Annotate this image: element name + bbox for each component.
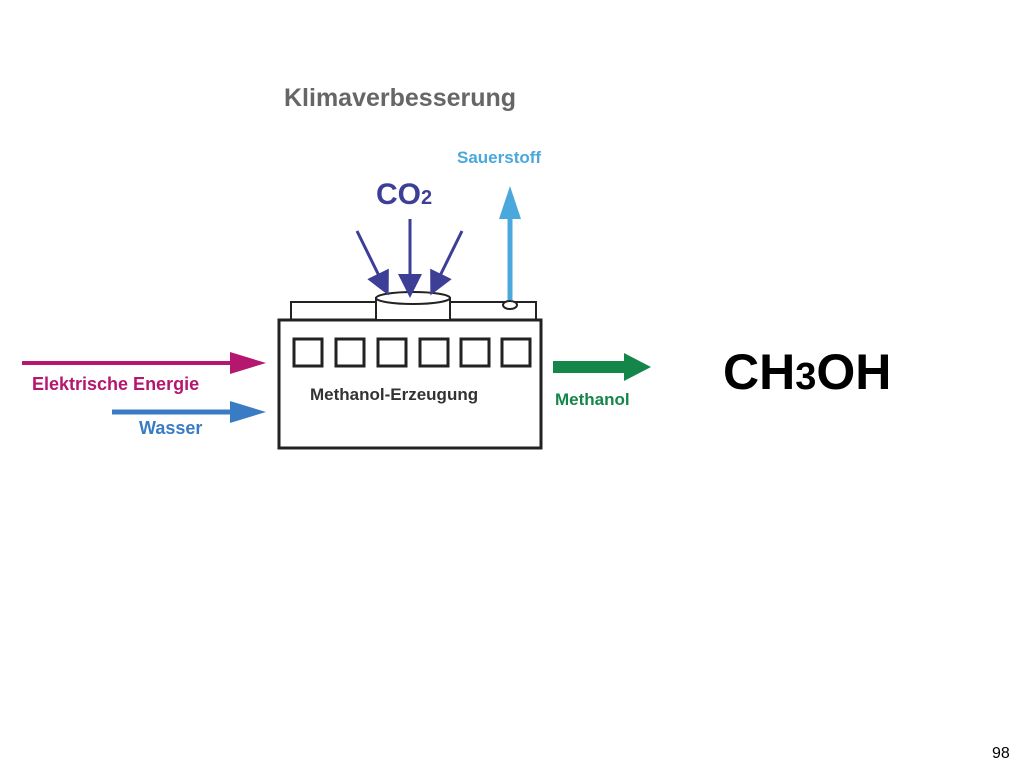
formula-part-ch: CH (723, 344, 796, 400)
plant-window (500, 337, 532, 368)
sauerstoff-arrow (499, 186, 521, 300)
formula-part-oh: OH (816, 344, 892, 400)
elektrische-energie-arrow (22, 352, 266, 374)
elektrische-energie-label: Elektrische Energie (32, 374, 200, 394)
plant-window (459, 337, 491, 368)
wasser-arrow (112, 401, 266, 423)
oxygen-outlet (502, 300, 518, 310)
wasser-label: Wasser (139, 418, 203, 438)
co2-main: CO (376, 178, 421, 211)
plant-window (334, 337, 366, 368)
diagram-title: Klimaverbesserung (284, 84, 517, 112)
chimney-top (375, 291, 451, 305)
methanol-plant (277, 291, 543, 450)
plant-window (292, 337, 324, 368)
methanol-formula: CH3OH (723, 343, 891, 401)
co2-arrow-left (355, 230, 389, 296)
co2-arrow-right (430, 230, 464, 296)
plant-label: Methanol-Erzeugung (310, 385, 479, 404)
methanol-arrow (553, 353, 651, 381)
methanol-label: Methanol (555, 390, 630, 409)
co2-subscript: 2 (421, 187, 433, 209)
sauerstoff-label: Sauerstoff (457, 148, 542, 167)
plant-window (376, 337, 408, 368)
formula-subscript: 3 (795, 356, 817, 398)
plant-window (418, 337, 450, 368)
co2-arrows (355, 219, 464, 298)
page-number: 98 (992, 745, 1010, 762)
co2-label: CO2 (376, 178, 432, 212)
